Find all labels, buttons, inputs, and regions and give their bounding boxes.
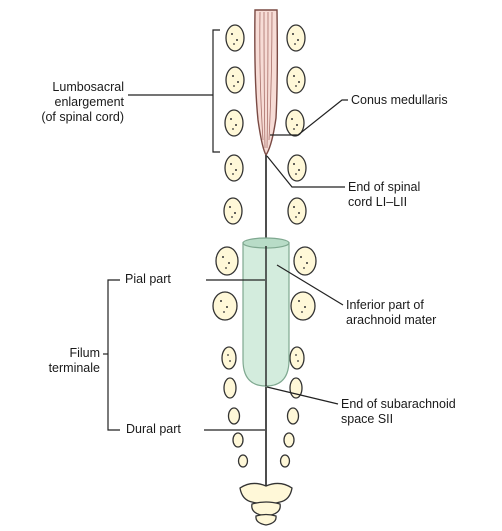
label-filum-terminale-line1: Filum: [30, 346, 100, 361]
label-inferior-arachnoid-line1: Inferior part of: [346, 298, 436, 313]
vertebra-left-8: [222, 347, 236, 369]
label-lumbosacral: Lumbosacral enlargement (of spinal cord): [6, 80, 124, 125]
vertebra-left-12: [239, 455, 248, 467]
lumbosacral-bracket: [213, 30, 220, 152]
label-end-spinal-cord-line1: End of spinal: [348, 180, 420, 195]
label-inferior-arachnoid-line2: arachnoid mater: [346, 313, 436, 328]
conus-leader: [270, 100, 348, 135]
vertebra-right-2: [287, 67, 305, 93]
label-end-spinal-cord: End of spinal cord LI–LII: [348, 180, 420, 210]
filum-bracket: [108, 280, 120, 430]
spinal-cord: [255, 10, 278, 155]
label-filum-terminale: Filum terminale: [30, 346, 100, 376]
vertebra-left-9: [224, 378, 236, 398]
leader-lines: [103, 30, 348, 430]
vertebra-left-3: [225, 110, 243, 136]
vertebrae-left: [213, 25, 248, 467]
coccyx: [240, 483, 292, 525]
label-lumbosacral-line1: Lumbosacral: [6, 80, 124, 95]
vertebra-left-7: [213, 292, 237, 320]
vertebra-right-8: [290, 347, 304, 369]
label-end-subarachnoid-line2: space SII: [341, 412, 456, 427]
label-end-subarachnoid-line1: End of subarachnoid: [341, 397, 456, 412]
vertebra-right-6: [294, 247, 316, 275]
label-filum-terminale-line2: terminale: [30, 361, 100, 376]
vertebra-right-11: [284, 433, 294, 447]
vertebra-left-6: [216, 247, 238, 275]
label-lumbosacral-line2: enlargement: [6, 95, 124, 110]
vertebra-right-7: [291, 292, 315, 320]
vertebra-left-10: [229, 408, 240, 424]
label-lumbosacral-line3: (of spinal cord): [6, 110, 124, 125]
label-end-subarachnoid: End of subarachnoid space SII: [341, 397, 456, 427]
vertebra-right-4: [288, 155, 306, 181]
label-end-spinal-cord-line2: cord LI–LII: [348, 195, 420, 210]
label-pial-part: Pial part: [125, 272, 171, 287]
vertebra-right-1: [287, 25, 305, 51]
vertebra-left-5: [224, 198, 242, 224]
vertebra-left-11: [233, 433, 243, 447]
label-dural-part: Dural part: [126, 422, 181, 437]
label-inferior-arachnoid: Inferior part of arachnoid mater: [346, 298, 436, 328]
vertebra-right-5: [288, 198, 306, 224]
label-conus-medullaris: Conus medullaris: [351, 93, 448, 108]
vertebra-left-1: [226, 25, 244, 51]
vertebra-left-2: [226, 67, 244, 93]
vertebra-right-12: [281, 455, 290, 467]
vertebra-right-10: [288, 408, 299, 424]
vertebra-left-4: [225, 155, 243, 181]
